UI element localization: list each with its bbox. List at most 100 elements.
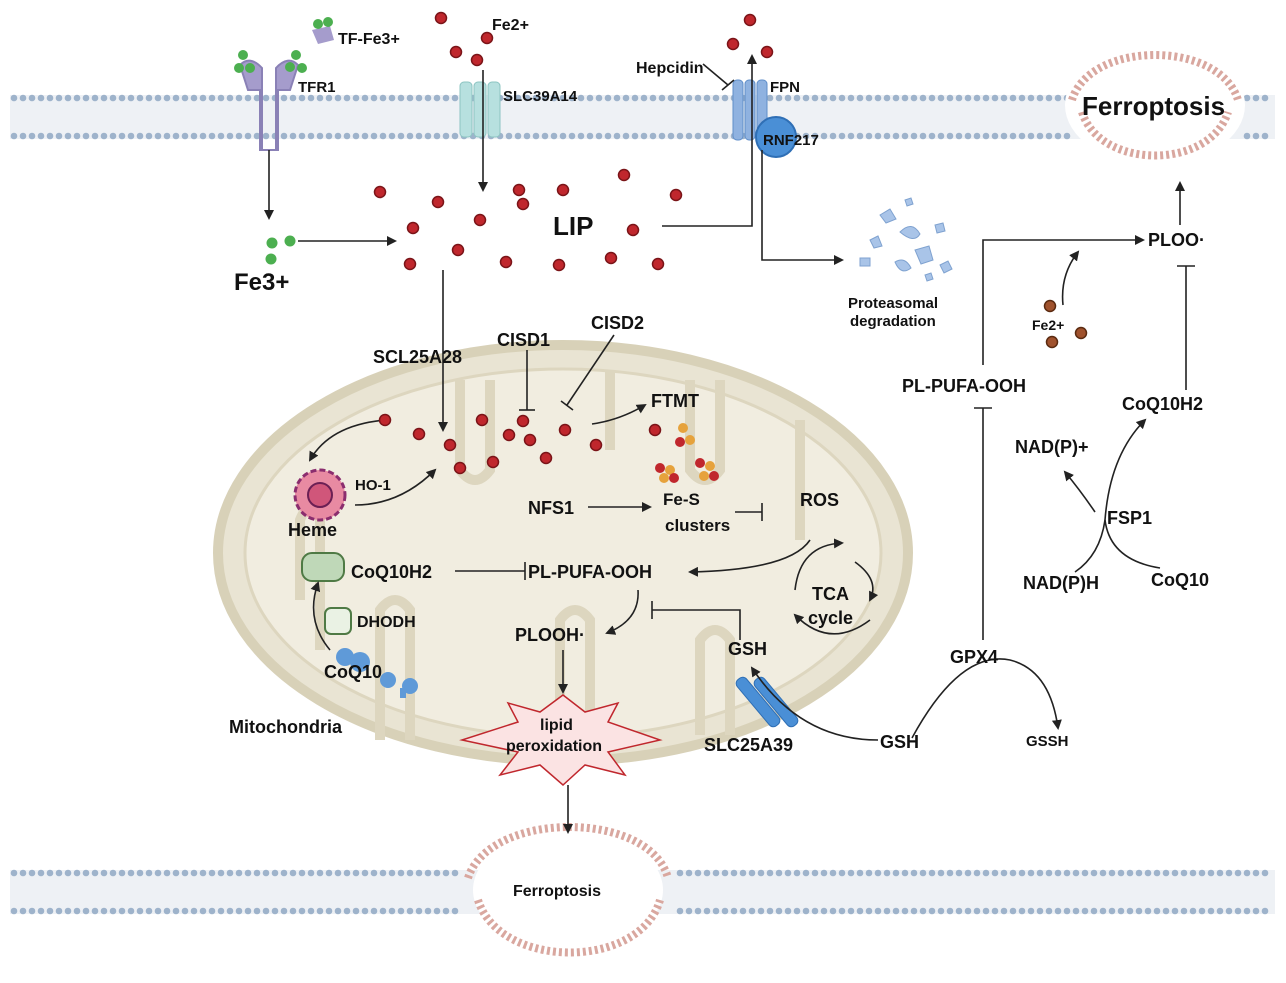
iron-dot (190, 869, 198, 877)
iron-dot (325, 132, 333, 140)
iron-dot (451, 869, 459, 877)
iron-dot (539, 451, 553, 465)
iron-dot (649, 94, 657, 102)
iron-dot (937, 94, 945, 102)
iron-dot (1225, 907, 1233, 915)
iron-dot (235, 94, 243, 102)
iron-dot (199, 94, 207, 102)
iron-dot (757, 907, 765, 915)
iron-dot (37, 94, 45, 102)
iron-dot (865, 94, 873, 102)
iron-dot (847, 132, 855, 140)
iron-dot (622, 132, 630, 140)
iron-dot (91, 94, 99, 102)
iron-dot (694, 94, 702, 102)
iron-dot (172, 94, 180, 102)
iron-dot (1252, 869, 1260, 877)
iron-dot (514, 94, 522, 102)
iron-dot (928, 132, 936, 140)
iron-dot (820, 94, 828, 102)
iron-dot (883, 132, 891, 140)
iron-dot (748, 869, 756, 877)
iron-dot (651, 257, 665, 271)
iron-dot (901, 869, 909, 877)
iron-dot (1000, 869, 1008, 877)
iron-dot (172, 132, 180, 140)
iron-dot (586, 94, 594, 102)
iron-dot (470, 53, 484, 67)
iron-dot (55, 869, 63, 877)
iron-dot (1198, 869, 1206, 877)
iron-dot (244, 907, 252, 915)
iron-dot (556, 183, 570, 197)
iron-dot (100, 869, 108, 877)
iron-dot (838, 869, 846, 877)
iron-dot (19, 869, 27, 877)
iron-dot (937, 869, 945, 877)
iron-dot (127, 869, 135, 877)
iron-dot (397, 132, 405, 140)
iron-dot (685, 869, 693, 877)
iron-dot (361, 869, 369, 877)
iron-dot (505, 94, 513, 102)
iron-dot (253, 94, 261, 102)
iron-dot (910, 94, 918, 102)
label-fe3: Fe3+ (234, 269, 289, 296)
iron-dot (1036, 94, 1044, 102)
iron-dot (284, 235, 296, 247)
iron-dot (1045, 907, 1053, 915)
label-ferroptosis-bottom: Ferroptosis (513, 883, 601, 900)
iron-dot (640, 94, 648, 102)
iron-dot (325, 869, 333, 877)
iron-dot (617, 168, 631, 182)
iron-dot (1027, 907, 1035, 915)
iron-dot (739, 869, 747, 877)
label-coq10h2-right: CoQ10H2 (1122, 394, 1203, 414)
iron-dot (532, 94, 540, 102)
iron-dot (433, 94, 441, 102)
iron-dot (613, 94, 621, 102)
iron-dot (1162, 907, 1170, 915)
iron-dot (334, 94, 342, 102)
iron-dot (361, 94, 369, 102)
iron-dot (217, 869, 225, 877)
rnf217-circle (755, 116, 797, 158)
iron-dot (433, 907, 441, 915)
iron-dot (154, 869, 162, 877)
iron-dot (1153, 869, 1161, 877)
iron-dot (453, 461, 467, 475)
iron-dot (712, 132, 720, 140)
iron-dot (1261, 132, 1269, 140)
iron-dot (847, 94, 855, 102)
iron-dot (991, 94, 999, 102)
label-fe2-right: Fe2+ (1032, 317, 1064, 333)
iron-dot (415, 869, 423, 877)
label-coq10-right: CoQ10 (1151, 570, 1209, 590)
iron-dot (109, 132, 117, 140)
iron-dot (658, 132, 666, 140)
iron-dot (1000, 132, 1008, 140)
iron-dot (334, 132, 342, 140)
iron-dot (739, 907, 747, 915)
iron-dot (604, 251, 618, 265)
iron-dot (1252, 94, 1260, 102)
iron-dot (856, 907, 864, 915)
iron-dot (378, 413, 392, 427)
iron-dot (10, 869, 18, 877)
iron-dot (973, 907, 981, 915)
iron-dot (64, 907, 72, 915)
iron-dot (235, 132, 243, 140)
iron-dot (55, 132, 63, 140)
iron-dot (64, 94, 72, 102)
iron-dot (343, 94, 351, 102)
iron-dot (388, 907, 396, 915)
iron-dot (1018, 907, 1026, 915)
label-fe2-top: Fe2+ (492, 17, 529, 34)
iron-dot (406, 869, 414, 877)
iron-dot (19, 132, 27, 140)
iron-dot (703, 907, 711, 915)
iron-dot (217, 132, 225, 140)
iron-dot (669, 188, 683, 202)
iron-dot (667, 94, 675, 102)
iron-dot (226, 132, 234, 140)
